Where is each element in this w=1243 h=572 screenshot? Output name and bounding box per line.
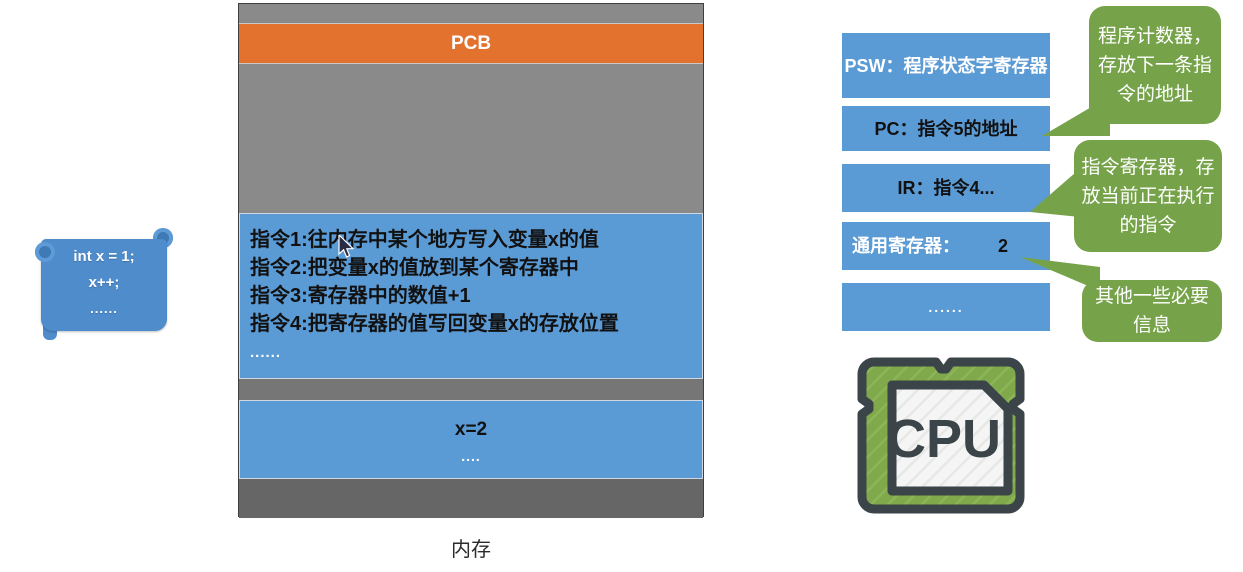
code-snippet-text: int x = 1; x++; ...... (41, 244, 167, 322)
callout-pc: 程序计数器，存放下一条指令的地址 (1089, 6, 1221, 124)
instruction-item: 指令4:把寄存器的值写回变量x的存放位置 (250, 313, 619, 335)
cpu-chip-icon: CPU (857, 357, 1025, 514)
register-misc-label: ...... (928, 299, 964, 315)
instruction-item: 指令3:寄存器中的数值+1 (250, 285, 471, 307)
memory-band-gray-2 (239, 379, 703, 400)
callout-misc: 其他一些必要信息 (1082, 280, 1222, 342)
register-pc: PC：指令5的地址 (842, 106, 1050, 151)
register-ir: IR：指令4... (842, 164, 1050, 212)
scroll-curl-left-icon (35, 242, 55, 262)
mouse-cursor-icon (338, 235, 355, 258)
memory-band-gray-1 (239, 64, 703, 213)
scroll-body (41, 239, 167, 331)
memory-band-pcb: PCB (239, 23, 703, 64)
code-snippet-card: int x = 1; x++; ...... (33, 222, 175, 340)
callout-misc-tail-icon (1020, 257, 1100, 291)
callout-pc-text: 程序计数器，存放下一条指令的地址 (1097, 25, 1212, 105)
callout-misc-text: 其他一些必要信息 (1094, 286, 1209, 336)
register-pc-label: PC：指令5的地址 (874, 118, 1018, 139)
instruction-item: 指令1:往内存中某个地方写入变量x的值 (250, 229, 599, 251)
instruction-item: 指令2:把变量x的值放到某个寄存器中 (250, 257, 579, 279)
register-general-label: 通用寄存器： (852, 236, 960, 256)
register-psw-label: PSW：程序状态字寄存器 (844, 55, 1048, 76)
callout-ir: 指令寄存器，存放当前正在执行的指令 (1074, 140, 1222, 252)
register-ir-label: IR：指令4... (897, 178, 995, 198)
pcb-label: PCB (450, 32, 492, 54)
memory-caption: 内存 (451, 539, 491, 561)
register-misc: ...... (842, 283, 1050, 331)
data-value: x=2 (454, 419, 488, 440)
code-line-1: int x = 1; (73, 248, 135, 265)
register-general-value: 2 (998, 236, 1009, 256)
register-psw: PSW：程序状态字寄存器 (842, 33, 1050, 98)
memory-band-instructions: 指令1:往内存中某个地方写入变量x的值 指令2:把变量x的值放到某个寄存器中 指… (239, 213, 703, 379)
cpu-chip-label: CPU (887, 409, 1001, 469)
memory-diagram: PCB 指令1:往内存中某个地方写入变量x的值 指令2:把变量x的值放到某个寄存… (238, 3, 704, 518)
instruction-list: 指令1:往内存中某个地方写入变量x的值 指令2:把变量x的值放到某个寄存器中 指… (240, 214, 702, 338)
callout-ir-text: 指令寄存器，存放当前正在执行的指令 (1081, 156, 1215, 236)
code-line-3: ...... (90, 301, 118, 316)
instruction-ellipsis: ...... (250, 344, 282, 361)
memory-band-top-gray (239, 4, 703, 23)
code-line-2: x++; (88, 274, 120, 291)
data-ellipsis: .... (461, 448, 481, 464)
memory-band-gray-3 (239, 479, 703, 518)
memory-band-data: x=2 .... (239, 400, 703, 479)
register-general: 通用寄存器： 2 (842, 222, 1050, 270)
